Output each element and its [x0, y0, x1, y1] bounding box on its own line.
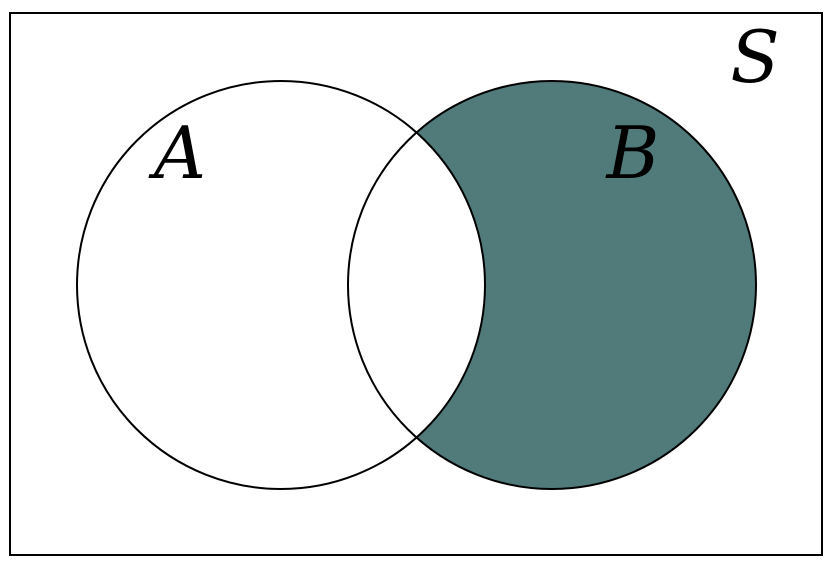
shaded-region-b-minus-a	[348, 81, 756, 489]
set-b-circle	[347, 80, 757, 490]
set-a-label: A	[148, 111, 206, 195]
universe-label: S	[730, 15, 779, 99]
set-a-circle	[76, 80, 486, 490]
set-b-label: B	[605, 111, 660, 195]
